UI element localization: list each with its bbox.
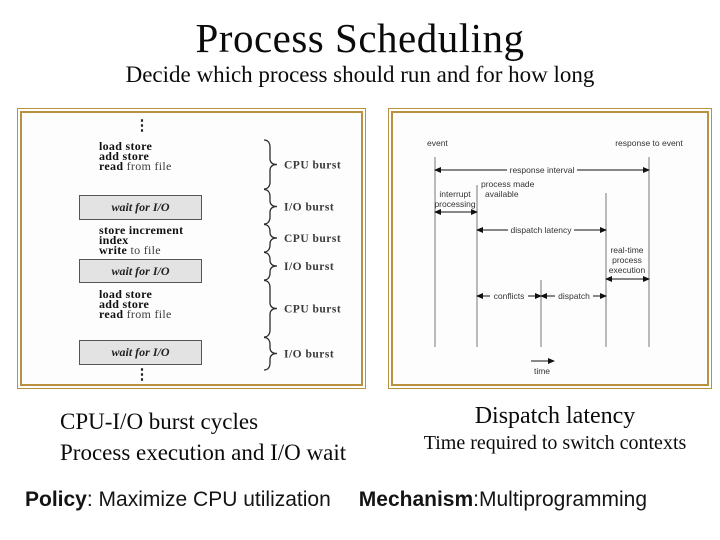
policy-text: : Maximize CPU utilization [86,488,331,511]
page-subtitle: Decide which process should run and for … [125,62,595,87]
right-caption: Dispatch latency Time required to switch… [395,401,715,455]
brace-icon [263,139,278,190]
process-made-available-label: available [485,189,519,199]
left-caption-line1: CPU-I/O burst cycles [60,409,259,434]
mechanism-label: Mechanism [358,488,474,511]
label-mask [490,290,528,301]
timeline-svg: event response to event response interva… [427,138,683,376]
brace-icon [263,188,278,225]
burst-label: I/O burst [284,261,334,273]
brace-icon [263,336,278,371]
wait-for-io-box: wait for I/O [79,259,202,283]
right-caption-line1: Dispatch latency [474,403,636,429]
code-bold: load store [99,139,153,153]
code-line: write to file [99,243,161,257]
brace-icon [263,279,278,338]
label-mask [507,164,577,175]
burst-cycle-diagram: ⋮ load store add store read from file wa… [20,111,363,386]
code-line: index [99,233,129,247]
time-label: time [534,366,550,376]
ellipsis-bottom: ⋮ [134,367,150,383]
code-bold: add store [99,149,150,163]
code-bold: load store [99,287,153,301]
code-line: read from file [99,307,172,321]
code-rest: from file [123,159,172,173]
code-bold: add store [99,297,150,311]
interrupt-processing-label: interrupt [439,189,471,199]
code-line: add store [99,297,150,311]
burst-braces: CPU burst I/O burst CPU burst I/O burst … [263,139,341,371]
label-mask [555,290,593,301]
right-caption-line2: Time required to switch contexts [423,432,687,454]
code-bold: read [99,159,124,173]
policy-label: Policy [25,488,87,511]
burst-label: I/O burst [284,349,334,361]
realtime-execution-label: process [612,255,642,265]
code-rest: from file [123,307,172,321]
interrupt-processing-label: processing [434,199,475,209]
burst-label: I/O burst [284,202,334,214]
event-label: event [427,138,448,148]
brace-icon [263,251,278,281]
code-bold: read [99,307,124,321]
left-caption: CPU-I/O burst cycles Process execution a… [60,406,346,468]
mechanism-text: :Multiprogramming [473,488,648,511]
conflicts-label: conflicts [494,291,525,301]
code-bold: index [99,233,129,247]
process-made-available-label: process made [481,179,535,189]
code-rest: to file [127,243,161,257]
burst-label: CPU burst [284,304,341,316]
dispatch-label: dispatch [558,291,590,301]
label-mask [508,224,574,235]
code-line: store increment [99,223,184,237]
code-bold: write [99,243,128,257]
realtime-execution-label: real-time [610,245,643,255]
code-line: read from file [99,159,172,173]
code-line: load store [99,139,153,153]
dispatch-latency-panel: event response to event response interva… [388,108,712,389]
policy-mechanism-line: Policy: Maximize CPU utilization Mechanis… [25,488,715,512]
burst-label: CPU burst [284,233,341,245]
page-title: Process Scheduling [195,15,525,61]
code-bold: store increment [99,223,184,237]
ellipsis-top: ⋮ [134,118,150,134]
dispatch-latency-diagram: event response to event response interva… [391,111,709,386]
burst-cycle-panel: ⋮ load store add store read from file wa… [17,108,366,389]
code-line: add store [99,149,150,163]
brace-icon [263,223,278,253]
response-interval-label: response interval [510,165,575,175]
left-caption-line2: Process execution and I/O wait [60,440,347,465]
dispatch-latency-label: dispatch latency [511,225,573,235]
realtime-execution-label: execution [609,265,646,275]
code-line: load store [99,287,153,301]
wait-for-io-box: wait for I/O [79,195,202,220]
response-to-event-label: response to event [615,138,683,148]
burst-label: CPU burst [284,160,341,172]
wait-for-io-box: wait for I/O [79,340,202,365]
